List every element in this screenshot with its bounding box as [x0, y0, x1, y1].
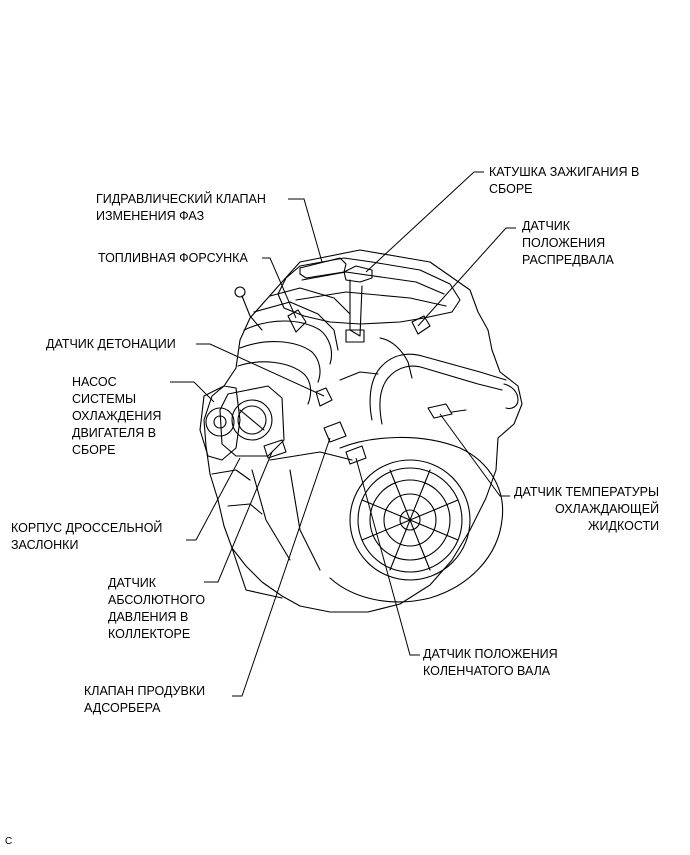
leader-ignition-coil [365, 171, 484, 273]
leader-hydraulic-valve [288, 198, 323, 263]
leader-throttle-body [186, 457, 241, 541]
label-crankshaft-sensor-line-1: ДАТЧИК ПОЛОЖЕНИЯ [423, 647, 558, 661]
label-purge-valve: КЛАПАН ПРОДУВКИ АДСОРБЕРА [84, 683, 205, 717]
label-camshaft-sensor-line-3: РАСПРЕДВАЛА [522, 253, 614, 267]
label-camshaft-sensor-line-1: ДАТЧИК [522, 219, 571, 233]
label-ignition-coil-line-2: СБОРЕ [489, 182, 533, 196]
label-hydraulic-valve: ГИДРАВЛИЧЕСКИЙ КЛАПАН ИЗМЕНЕНИЯ ФАЗ [96, 191, 266, 225]
label-map-sensor-line-4: КОЛЛЕКТОРЕ [108, 627, 191, 641]
label-fuel-injector-line-1: ТОПЛИВНАЯ ФОРСУНКА [98, 251, 248, 265]
label-water-pump-line-2: СИСТЕМЫ [72, 392, 137, 406]
label-water-pump-line-5: СБОРЕ [72, 443, 116, 457]
label-purge-valve-line-2: АДСОРБЕРА [84, 701, 161, 715]
label-water-pump: НАСОС СИСТЕМЫ ОХЛАЖДЕНИЯ ДВИГАТЕЛЯ В СБО… [72, 374, 161, 459]
label-camshaft-sensor-line-2: ПОЛОЖЕНИЯ [522, 236, 606, 250]
label-throttle-body-line-2: ЗАСЛОНКИ [11, 538, 79, 552]
leader-knock-sensor [196, 343, 325, 397]
leader-camshaft-sensor [417, 227, 516, 327]
leader-coolant-temp-sensor [439, 413, 510, 497]
leader-water-pump [170, 381, 215, 403]
label-knock-sensor: ДАТЧИК ДЕТОНАЦИИ [46, 336, 176, 353]
label-coolant-temp-sensor-line-3: ЖИДКОСТИ [588, 519, 660, 533]
label-throttle-body: КОРПУС ДРОССЕЛЬНОЙ ЗАСЛОНКИ [11, 520, 162, 554]
label-map-sensor-line-3: ДАВЛЕНИЯ В [108, 610, 189, 624]
label-water-pump-line-4: ДВИГАТЕЛЯ В [72, 426, 157, 440]
leader-fuel-injector [262, 257, 297, 319]
label-ignition-coil: КАТУШКА ЗАЖИГАНИЯ В СБОРЕ [489, 164, 639, 198]
label-water-pump-line-1: НАСОС [72, 375, 117, 389]
label-map-sensor: ДАТЧИК АБСОЛЮТНОГО ДАВЛЕНИЯ В КОЛЛЕКТОРЕ [108, 575, 205, 643]
label-water-pump-line-3: ОХЛАЖДЕНИЯ [72, 409, 162, 423]
label-hydraulic-valve-line-1: ГИДРАВЛИЧЕСКИЙ КЛАПАН [96, 192, 266, 206]
leader-crankshaft-sensor [355, 457, 420, 656]
label-coolant-temp-sensor-line-2: ОХЛАЖДАЮЩЕЙ [555, 502, 660, 516]
label-crankshaft-sensor: ДАТЧИК ПОЛОЖЕНИЯ КОЛЕНЧАТОГО ВАЛА [423, 646, 558, 680]
engine-illustration [199, 249, 523, 613]
label-fuel-injector: ТОПЛИВНАЯ ФОРСУНКА [98, 250, 248, 267]
label-hydraulic-valve-line-2: ИЗМЕНЕНИЯ ФАЗ [96, 209, 205, 223]
leader-lines [170, 171, 516, 697]
label-throttle-body-line-1: КОРПУС ДРОССЕЛЬНОЙ [11, 521, 163, 535]
label-knock-sensor-line-1: ДАТЧИК ДЕТОНАЦИИ [46, 337, 176, 351]
label-map-sensor-line-1: ДАТЧИК [108, 576, 157, 590]
label-purge-valve-line-1: КЛАПАН ПРОДУВКИ [84, 684, 206, 698]
label-coolant-temp-sensor-line-1: ДАТЧИК ТЕМПЕРАТУРЫ [514, 485, 660, 499]
leader-purge-valve [232, 437, 331, 697]
label-camshaft-sensor: ДАТЧИК ПОЛОЖЕНИЯ РАСПРЕДВАЛА [522, 218, 614, 269]
leader-map-sensor [204, 451, 273, 583]
label-crankshaft-sensor-line-2: КОЛЕНЧАТОГО ВАЛА [423, 664, 551, 678]
label-ignition-coil-line-1: КАТУШКА ЗАЖИГАНИЯ В [489, 165, 640, 179]
figure-code: C [5, 836, 13, 847]
label-map-sensor-line-2: АБСОЛЮТНОГО [108, 593, 206, 607]
label-coolant-temp-sensor: ДАТЧИК ТЕМПЕРАТУРЫ ОХЛАЖДАЮЩЕЙ ЖИДКОСТИ [514, 484, 659, 535]
